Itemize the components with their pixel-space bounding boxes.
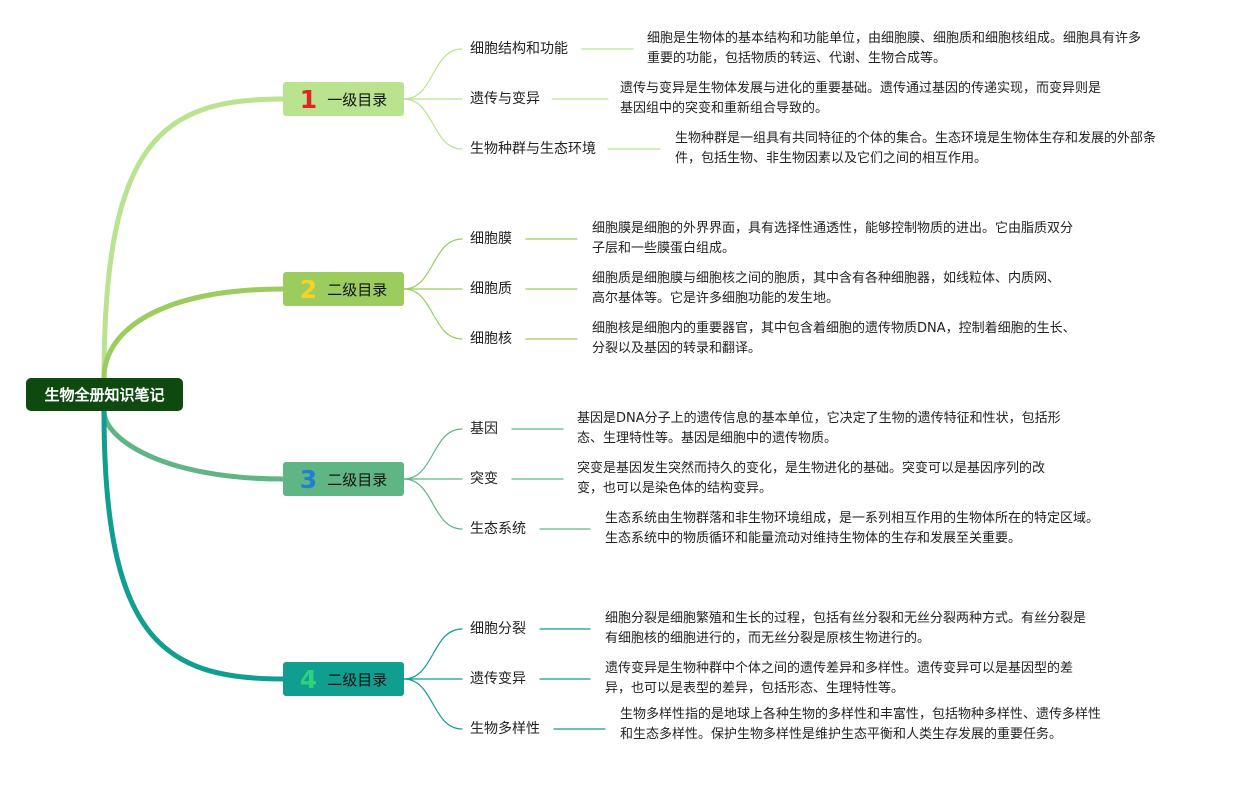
topic-node[interactable]: 遗传变异	[470, 671, 526, 687]
topic-description: 突变是基因发生突然而持久的变化，是生物进化的基础。突变可以是基因序列的改变，也可…	[577, 461, 1046, 496]
topic-node[interactable]: 细胞膜	[470, 231, 512, 247]
root-to-chapter-connector	[101, 96, 286, 381]
topic-description: 基因是DNA分子上的遗传信息的基本单位，它决定了生物的遗传特征和性状，包括形态、…	[577, 411, 1061, 446]
chapter-to-topic-connector	[403, 288, 463, 340]
topic-description: 细胞膜是细胞的外界界面，具有选择性通透性，能够控制物质的进出。它由脂质双分子层和…	[592, 221, 1074, 256]
chapter-to-topic-connector	[403, 48, 463, 100]
topic-description: 生态系统由生物群落和非生物环境组成，是一系列相互作用的生物体所在的特定区域。生态…	[605, 511, 1100, 546]
root-to-chapter-connector	[101, 286, 286, 381]
chapter-label: 一级目录	[327, 90, 388, 109]
chapter-to-topic-connector	[403, 428, 463, 480]
topic-description: 生物种群是一组具有共同特征的个体的集合。生态环境是生物体生存和发展的外部条件，包…	[675, 131, 1157, 166]
topic-node[interactable]: 细胞结构和功能	[470, 41, 568, 57]
chapter-to-topic-connector	[403, 628, 463, 680]
topic-description: 生物多样性指的是地球上各种生物的多样性和丰富性，包括物种多样性、遗传多样性和生态…	[620, 707, 1102, 742]
chapter-number: 1	[299, 84, 318, 114]
root-label: 生物全册知识笔记	[44, 386, 165, 404]
topic-node[interactable]: 生物多样性	[470, 721, 540, 737]
topic-node[interactable]: 突变	[470, 471, 498, 487]
chapter-node-3[interactable]: 3 二级目录	[283, 462, 404, 496]
topic-node[interactable]: 生态系统	[470, 521, 526, 537]
topic-description: 细胞核是细胞内的重要器官，其中包含着细胞的遗传物质DNA，控制着细胞的生长、分裂…	[592, 321, 1076, 356]
topic-node[interactable]: 细胞分裂	[470, 621, 526, 637]
chapter-to-topic-connector	[403, 238, 463, 290]
topic-node[interactable]: 基因	[470, 421, 498, 437]
topic-node[interactable]: 细胞质	[470, 281, 512, 297]
topic-node[interactable]: 生物种群与生态环境	[470, 141, 596, 157]
chapter-node-2[interactable]: 2 二级目录	[283, 272, 404, 306]
root-to-chapter-connector	[101, 408, 286, 482]
topic-description: 细胞分裂是细胞繁殖和生长的过程，包括有丝分裂和无丝分裂两种方式。有丝分裂是有细胞…	[605, 611, 1087, 646]
chapter-label: 二级目录	[327, 670, 388, 689]
root-node[interactable]: 生物全册知识笔记	[26, 378, 183, 411]
topic-description: 遗传与变异是生物体发展与进化的重要基础。遗传通过基因的传递实现，而变异则是基因组…	[620, 81, 1102, 116]
chapter-number: 2	[299, 274, 318, 304]
chapter-node-1[interactable]: 1 一级目录	[283, 82, 404, 116]
topic-description: 遗传变异是生物种群中个体之间的遗传差异和多样性。遗传变异可以是基因型的差异，也可…	[605, 661, 1074, 696]
chapter-label: 二级目录	[327, 280, 388, 299]
topic-description: 细胞是生物体的基本结构和功能单位，由细胞膜、细胞质和细胞核组成。细胞具有许多重要…	[647, 31, 1142, 66]
topic-node[interactable]: 细胞核	[470, 331, 512, 347]
topic-node[interactable]: 遗传与变异	[470, 91, 540, 107]
chapter-number: 4	[299, 664, 318, 694]
root-to-chapter-connector	[101, 408, 286, 682]
chapter-number: 3	[299, 464, 318, 494]
chapter-to-topic-connector	[403, 98, 463, 150]
chapter-node-4[interactable]: 4 二级目录	[283, 662, 404, 696]
topic-description: 细胞质是细胞膜与细胞核之间的胞质，其中含有各种细胞器，如线粒体、内质网、高尔基体…	[592, 271, 1061, 306]
chapter-to-topic-connector	[403, 478, 463, 530]
chapter-label: 二级目录	[327, 470, 388, 489]
chapter-to-topic-connector	[403, 678, 463, 730]
